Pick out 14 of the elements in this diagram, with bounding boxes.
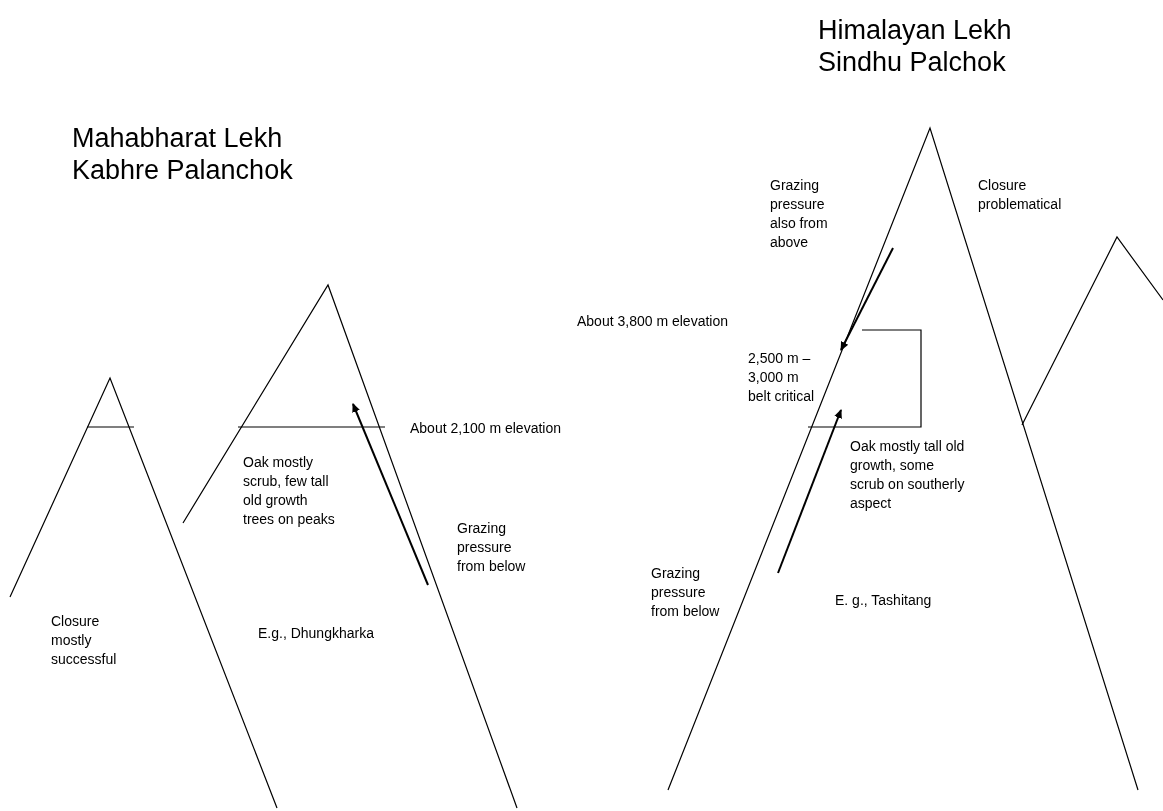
note-text: Oak mostly tall old growth, some scrub on southerly aspect (850, 437, 966, 513)
region-heading: Mahabharat Lekh Kabhre Palanchok (72, 122, 294, 186)
note-text: Closure problematical (978, 176, 1063, 214)
example-label: E. g., Tashitang (835, 591, 932, 610)
note-text: Grazing pressure from below (651, 564, 721, 621)
region-heading: Himalayan Lekh Sindhu Palchok (818, 14, 1013, 78)
elevation-label: About 3,800 m elevation (577, 312, 728, 331)
note-text: Grazing pressure from below (457, 519, 527, 576)
note-text: Closure mostly successful (51, 612, 118, 669)
note-text: Oak mostly scrub, few tall old growth trees on peaks (243, 453, 336, 529)
note-text: Grazing pressure also from above (770, 176, 829, 252)
elevation-label: About 2,100 m elevation (410, 419, 561, 438)
note-text: 2,500 m – 3,000 m belt critical (748, 349, 816, 406)
example-label: E.g., Dhungkharka (258, 624, 374, 643)
